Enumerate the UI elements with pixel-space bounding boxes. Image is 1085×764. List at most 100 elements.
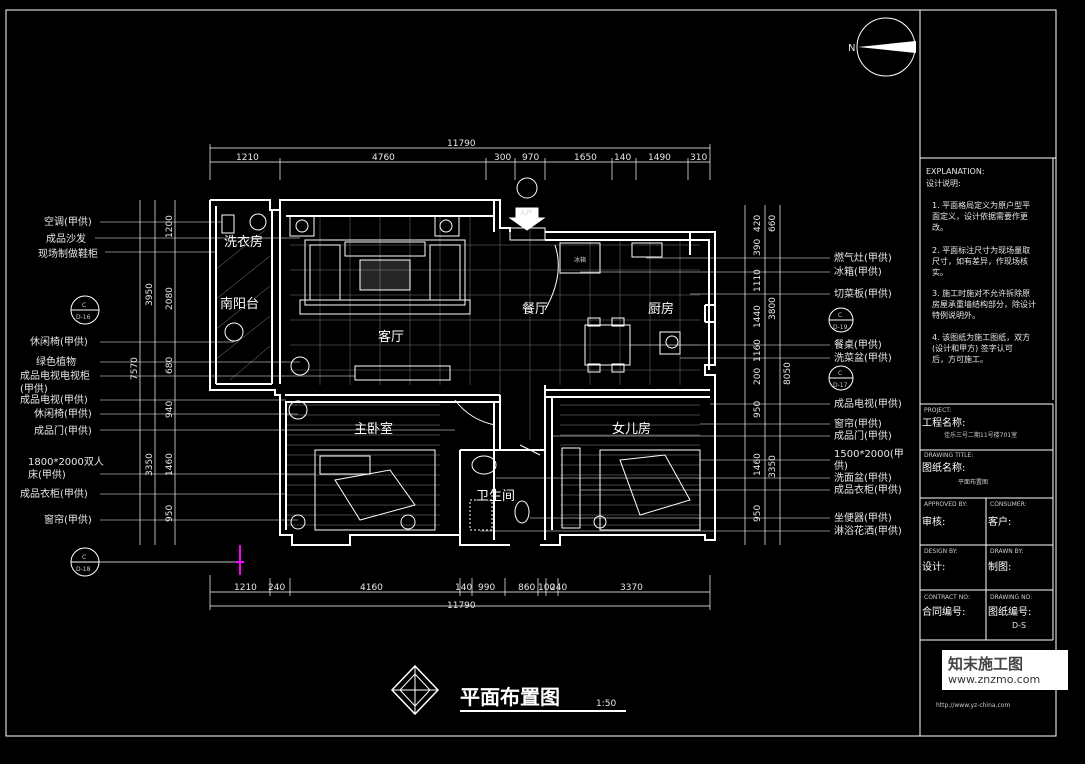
north-label: N [848, 43, 855, 54]
dim-top: 140 [614, 153, 631, 163]
dim-right: 1160 [753, 339, 763, 362]
callout-label: 成品电视电视柜 [20, 369, 90, 382]
dim-total-top: 11790 [447, 139, 476, 149]
callout-label: 供) [834, 459, 848, 472]
explanation-panel: EXPLANATION: 设计说明: 1. 平面格局定义为原户型平 面定义，设计… [920, 157, 1056, 400]
drawing-no-label-en: DRAWING NO: [990, 594, 1032, 601]
dim-right: 950 [753, 505, 763, 522]
dim-left: 7570 [130, 357, 140, 380]
dim-right: 420 [753, 215, 763, 232]
title-block: PROJECT: 工程名称: 佳乐三号二期11号楼701室 DRAWING TI… [920, 403, 1054, 709]
callout-label: 床(甲供) [28, 468, 66, 481]
dim-right: 390 [753, 239, 763, 256]
dim-left: 1200 [165, 215, 175, 238]
gas-stove [631, 242, 663, 258]
lounge-chair-icon [224, 322, 244, 342]
plant-icon [290, 356, 310, 376]
entrance-arrow-icon [508, 207, 546, 231]
dim-left: 2080 [165, 287, 175, 310]
explanation-line: 2. 平面标注尺寸为现场量取 [932, 245, 1030, 255]
room-label-daughter: 女儿房 [612, 421, 651, 437]
drawing-title-value: 平面布置图 [958, 478, 988, 486]
room-label-bath: 卫生间 [476, 489, 515, 504]
master-door-swing [454, 399, 496, 426]
dim-top: 310 [690, 153, 707, 163]
callout-label: 窗帘(甲供) [44, 513, 92, 526]
watermark-brand: 知末施工图 [948, 655, 1024, 673]
nightstand [400, 514, 416, 530]
explanation-line: (设计和甲方) 签字认可 [932, 343, 1013, 353]
dim-bottom: 990 [478, 583, 495, 593]
callout-label: 1500*2000(甲 [834, 449, 904, 460]
section-marker-top: C [838, 312, 842, 319]
explanation-heading: EXPLANATION: [926, 167, 985, 176]
callout-label: 1800*2000双人 [28, 456, 104, 468]
company-website: http://www.yz-china.com [936, 702, 1010, 709]
bath-door [519, 444, 541, 456]
callout-label: 现场制做鞋柜 [38, 247, 98, 260]
callout-label: 休闲椅(甲供) [34, 407, 92, 420]
wardrobe [561, 447, 581, 529]
sink [659, 331, 681, 355]
dim-bottom: 240 [550, 583, 567, 593]
section-marker-top: C [82, 302, 86, 309]
dim-right-outer: 8050 [783, 362, 793, 385]
dim-left: 3350 [145, 453, 155, 476]
right-callouts: 燃气灶(甲供) 冰箱(甲供) 切菜板(甲供) 餐桌(甲供) 洗菜盆(甲供) 成品… [834, 251, 904, 537]
dim-left: 3950 [145, 283, 155, 306]
dim-right: 950 [753, 401, 763, 418]
dimensions-left [139, 200, 176, 545]
callout-label: 成品衣柜(甲供) [20, 487, 88, 500]
explanation-line: 面定义，设计依据需要作更 [932, 211, 1028, 221]
entrance-label: 入户 [520, 209, 532, 217]
consumer-label: 客户: [988, 515, 1011, 528]
dimensions-top [209, 144, 711, 180]
contract-label-en: CONTRACT NO: [924, 594, 970, 601]
washbasin [471, 455, 497, 475]
dim-left: 680 [165, 357, 175, 374]
contract-label: 合同编号: [922, 605, 965, 618]
floor-plan: 冰箱 入户 [209, 177, 716, 546]
section-marker-bottom: D-19 [833, 324, 848, 331]
left-leaders [95, 221, 455, 521]
consumer-label-en: CONSUMER: [990, 501, 1027, 508]
dim-right-outer: 3350 [768, 455, 778, 478]
callout-label: 餐桌(甲供) [834, 338, 882, 351]
room-label-laundry: 洗衣房 [224, 234, 263, 250]
callout-label: 成品沙发 [46, 232, 86, 245]
dim-bottom: 860 [518, 583, 535, 593]
bed-cover [334, 469, 416, 521]
section-marker-bottom: D-17 [833, 382, 848, 389]
project-label: 工程名称: [922, 416, 965, 429]
dim-left: 1460 [165, 453, 175, 476]
dim-right-outer: 3800 [768, 297, 778, 320]
fridge-label: 冰箱 [574, 256, 586, 264]
callout-label: 洗面盆(甲供) [834, 471, 892, 484]
explanation-line: 特例说明外。 [932, 310, 980, 320]
callout-label: 休闲椅(甲供) [30, 335, 88, 348]
explanation-heading-cn: 设计说明: [926, 178, 961, 188]
callout-label: 窗帘(甲供) [834, 417, 882, 430]
drawn-label: 制图: [988, 560, 1011, 573]
explanation-line: 改。 [932, 222, 948, 232]
dim-right: 1110 [753, 269, 763, 292]
explanation-line: 后，方可施工。 [932, 354, 988, 364]
callout-label: 淋浴花洒(甲供) [834, 524, 902, 537]
approved-label-en: APPROVED BY: [924, 501, 967, 508]
ac-unit [221, 214, 235, 234]
dim-bottom: 3370 [620, 583, 643, 593]
explanation-line: 3. 施工时施对不允许拆除原 [932, 288, 1030, 298]
design-label-en: DESIGN BY: [924, 548, 958, 555]
explanation-line: 房屋承重墙结构部分，除设计 [932, 299, 1036, 309]
section-marker-bottom: D-18 [76, 566, 91, 573]
drawing-no-value: D-S [1012, 621, 1026, 630]
callout-label: 绿色植物 [36, 355, 76, 368]
callout-label: 切菜板(甲供) [834, 287, 892, 300]
watermark-url: www.znzmo.com [948, 673, 1041, 686]
master-bed [314, 449, 436, 531]
explanation-line: 1. 平面格局定义为原户型平 [932, 200, 1030, 210]
room-label-dining: 餐厅 [522, 301, 548, 317]
callout-label: 成品电视(甲供) [20, 393, 88, 406]
callout-label: 洗菜盆(甲供) [834, 351, 892, 364]
project-value: 佳乐三号二期11号楼701室 [944, 431, 1017, 439]
